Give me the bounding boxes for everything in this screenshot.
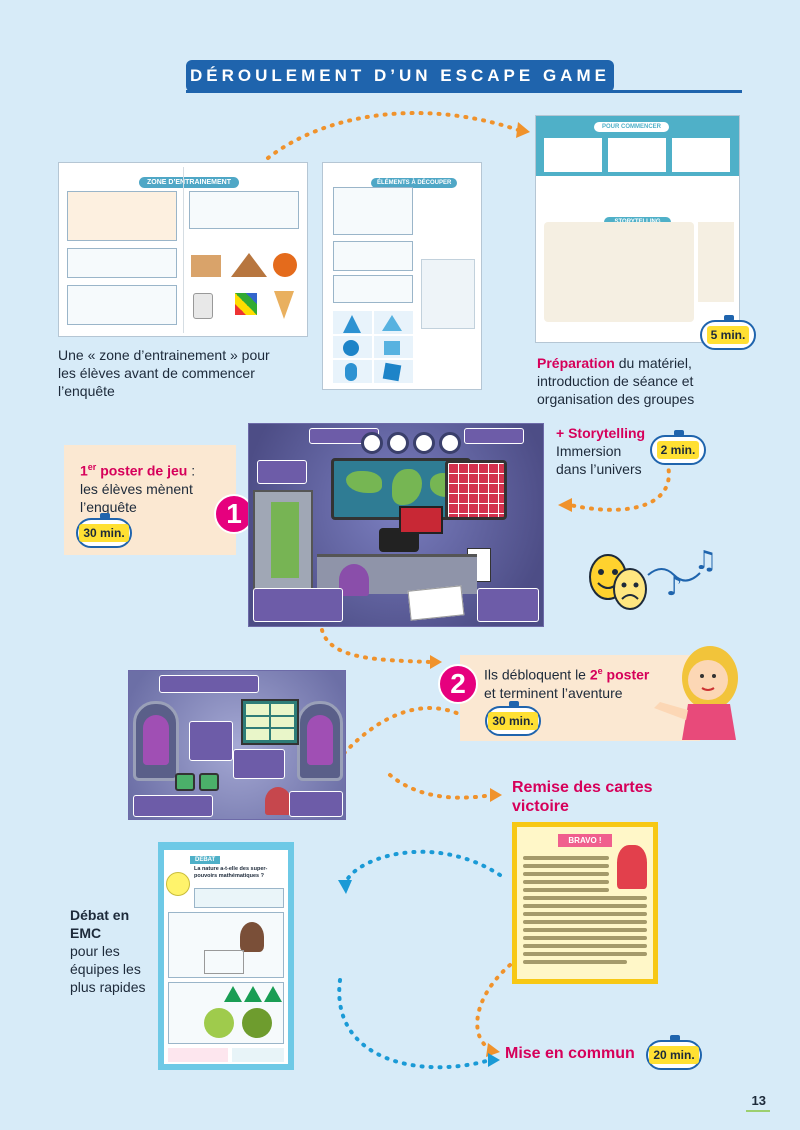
storytelling-caption: + Storytelling Immersion dans l’univers xyxy=(556,425,646,477)
page-title: DÉROULEMENT D’UN ESCAPE GAME xyxy=(186,60,614,92)
arrow-head xyxy=(516,122,530,138)
page-number-underline xyxy=(746,1110,770,1112)
svg-text:♫: ♫ xyxy=(694,546,717,576)
arrow-head xyxy=(488,1053,500,1067)
debate-caption: Débat en EMC pour les équipes les plus r… xyxy=(70,907,146,995)
game-poster-2 xyxy=(128,670,346,820)
page-number: 13 xyxy=(751,1093,766,1108)
debate-page-thumbnail: DÉBAT La nature a-t-elle des super-pouvo… xyxy=(158,842,294,1070)
poster1-number-badge: 1 xyxy=(214,494,254,534)
arrow-head xyxy=(430,655,442,669)
elements-title: ÉLÉMENTS À DÉCOUPER xyxy=(371,178,458,188)
poster1-timer: 30 min. xyxy=(76,513,132,548)
arrow-head xyxy=(338,880,352,894)
preparation-thumbnail: POUR COMMENCER STORYTELLING xyxy=(535,115,740,343)
tragedy-mask-icon xyxy=(613,568,647,610)
arrow-to-mise xyxy=(475,963,512,1052)
title-underline xyxy=(186,90,742,93)
music-notes-icon: ♪ ♫ xyxy=(647,546,717,602)
training-zone-thumbnail: ZONE D’ENTRAINEMENT xyxy=(58,162,308,337)
poster2-caption: Ils débloquent le 2e poster et terminent… xyxy=(484,666,650,701)
training-zone-caption: Une « zone d’entrainement » pour les élè… xyxy=(58,347,270,399)
poster2-number-badge: 2 xyxy=(438,664,478,704)
arrow-to-preparation xyxy=(266,111,520,160)
storytelling-timer: 2 min. xyxy=(650,430,706,465)
poster1-caption: 1er poster de jeu : les élèves mènent l’… xyxy=(80,462,196,515)
zone-title: ZONE D’ENTRAINEMENT xyxy=(139,177,239,188)
arrow-head xyxy=(490,788,502,802)
arrow-head xyxy=(558,498,572,512)
arrow-to-poster2 xyxy=(320,628,432,664)
mise-en-commun-timer: 20 min. xyxy=(646,1035,702,1070)
arrow-blue-from-debat xyxy=(337,978,492,1070)
debate-heading: La nature a-t-elle des super-pouvoirs ma… xyxy=(194,866,268,879)
commencer-title: POUR COMMENCER xyxy=(594,122,670,132)
cutout-elements-thumbnail: ÉLÉMENTS À DÉCOUPER xyxy=(322,162,482,390)
game-poster-1 xyxy=(248,423,544,627)
bravo-label: BRAVO ! xyxy=(558,834,612,847)
arrow-head xyxy=(486,1043,500,1057)
theatre-masks-illustration: ♪ ♫ xyxy=(589,546,717,610)
preparation-timer: 5 min. xyxy=(700,315,756,350)
poster2-timer: 30 min. xyxy=(485,701,541,736)
grid-screen xyxy=(445,460,507,520)
arrow-blue-to-debat xyxy=(343,849,502,887)
victory-cards-caption: Remise des cartes victoire xyxy=(512,779,653,815)
girl-character-illustration xyxy=(654,646,738,740)
number-grid-screen xyxy=(241,699,299,745)
debate-label: DÉBAT xyxy=(190,856,221,864)
mise-en-commun-caption: Mise en commun xyxy=(505,1045,635,1062)
victory-card: BRAVO ! xyxy=(512,822,658,984)
preparation-caption: Préparation du matériel, introduction de… xyxy=(537,355,695,407)
svg-text:♪: ♪ xyxy=(666,572,683,602)
